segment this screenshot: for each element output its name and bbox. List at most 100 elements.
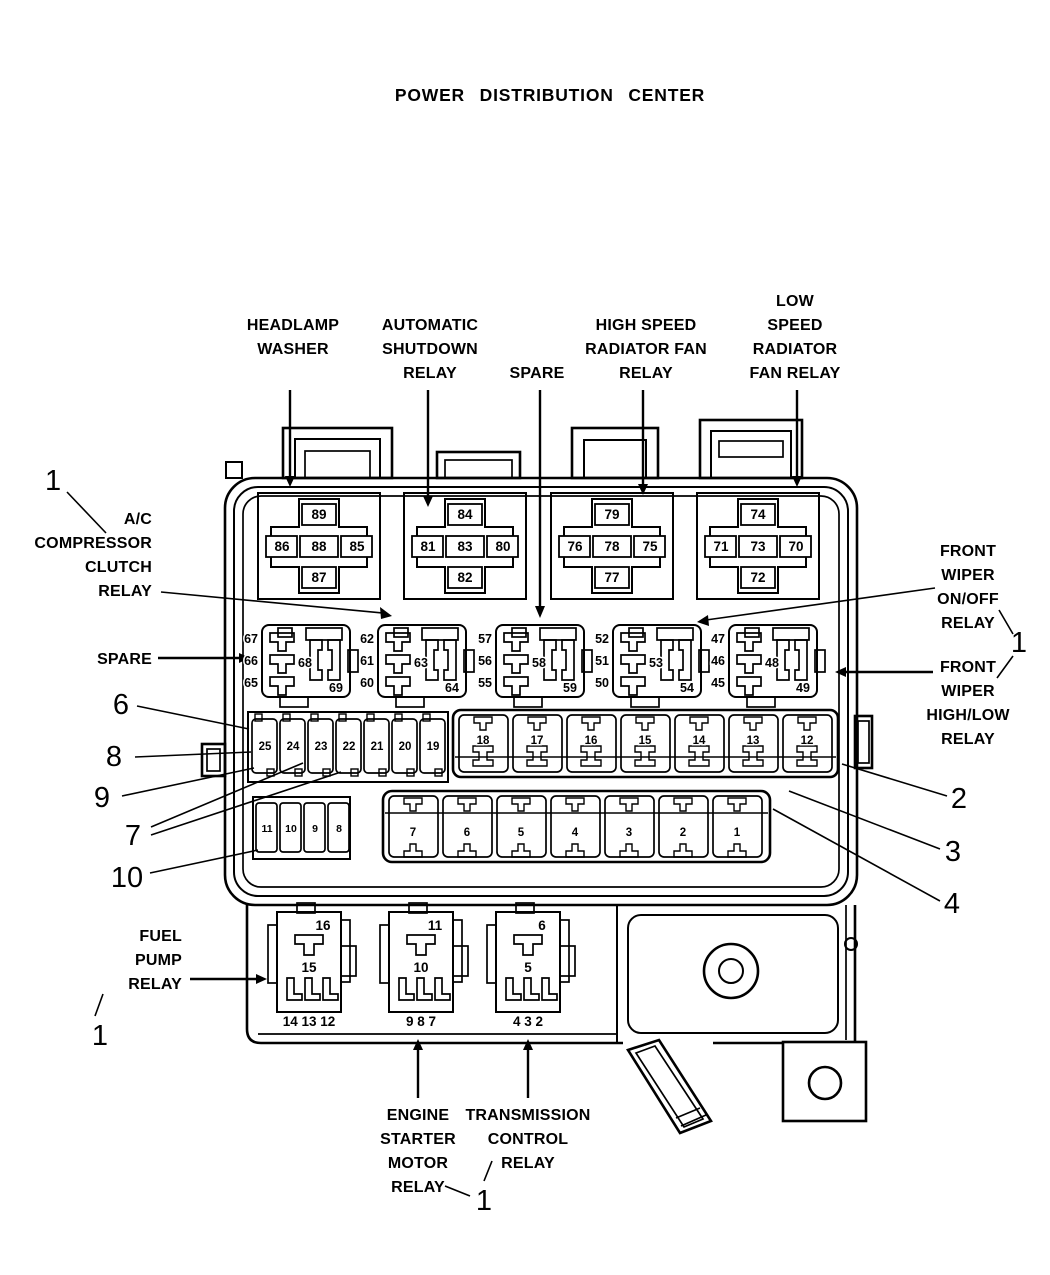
pin-number: 63 (414, 656, 428, 670)
callout-label: FRONT (940, 543, 996, 560)
fuse-number: 7 (410, 827, 416, 839)
callout-label: HEADLAMP (247, 317, 339, 334)
index-number: 10 (111, 862, 143, 894)
fuse (566, 714, 617, 773)
fuse-notch (282, 713, 291, 722)
micro-relay-5: 47 46 45 48 49 (710, 624, 826, 708)
top-connector-inner (444, 459, 513, 479)
pin-number: 62 (360, 632, 374, 646)
callout-label: TRANSMISSION (465, 1107, 590, 1124)
callout-label: SPARE (510, 365, 565, 382)
relay-bottom-tab (513, 696, 543, 708)
relay-side-tab (452, 919, 463, 983)
pin-number: 50 (595, 676, 609, 690)
relay-side-tab (463, 649, 475, 673)
callout-label: WASHER (257, 341, 329, 358)
fuse-contact (673, 797, 693, 812)
relay-tab (772, 627, 810, 641)
arrowhead (380, 607, 392, 619)
fuse-number: 8 (336, 823, 342, 835)
iso-relay-headlamp-washer: 89 86 88 85 87 (257, 492, 381, 600)
index-number: 9 (94, 782, 110, 814)
mount-hole-large (702, 942, 760, 1000)
cavity-box (411, 535, 444, 558)
cavity-box (594, 503, 630, 526)
fuse-number: 24 (287, 741, 300, 753)
leader-line (136, 705, 250, 730)
callout-label: FUEL (139, 928, 182, 945)
index-number: 4 (944, 888, 960, 920)
arrowhead (535, 606, 545, 618)
fuse-number: 15 (639, 735, 652, 747)
pin-number: 60 (360, 676, 374, 690)
relay-outline (550, 492, 674, 600)
cavity-box (299, 535, 339, 558)
fuse-contact (511, 843, 531, 858)
contact-glyph (416, 977, 433, 1001)
micro-relay-2: 62 61 60 63 64 (359, 624, 475, 708)
fuse-contact (635, 716, 655, 731)
cavity-box (447, 503, 483, 526)
left-mount-tab (200, 742, 227, 778)
callout-label: SHUTDOWN (382, 341, 478, 358)
leader-line (841, 763, 948, 797)
callout-label: SPEED (767, 317, 822, 334)
contact-glyph (406, 934, 436, 956)
fuse-block-25-19: 25 24 23 22 21 20 19 (247, 711, 449, 783)
contact-glyph (294, 934, 324, 956)
fuse-number: 2 (680, 827, 686, 839)
contact-glyph (736, 676, 762, 696)
relay-side-tab (340, 919, 351, 983)
contact-glyph (434, 977, 451, 1001)
fuse-block-outline (451, 708, 840, 779)
cavity-box (740, 566, 776, 589)
fuse (255, 802, 278, 853)
fuse-block-outline (252, 796, 351, 860)
callout-1-bottom: 1 (444, 1160, 493, 1217)
cavity-number: 71 (713, 539, 729, 554)
cavity-number: 81 (420, 539, 436, 554)
housing-inner-outline (242, 495, 840, 888)
fuse-contact (619, 797, 639, 812)
callout-2: 2 (841, 763, 967, 815)
contact-glyph (513, 934, 543, 956)
contact-glyph (385, 676, 411, 696)
index-number: 1 (1011, 627, 1027, 659)
top-connector (435, 450, 522, 480)
cavity-number: 80 (495, 539, 510, 554)
relay-tab (305, 627, 343, 641)
callout-label: STARTER (380, 1131, 456, 1148)
contact-glyph (794, 639, 808, 681)
cavity-box (340, 535, 373, 558)
leader-line (788, 790, 941, 850)
pin-number: 58 (532, 656, 546, 670)
arrowhead (697, 615, 709, 626)
callout-label: RELAY (98, 583, 152, 600)
fuse-contact (581, 716, 601, 731)
relay-side-tab (559, 945, 576, 977)
fuse-number: 6 (464, 827, 470, 839)
leader-line (483, 1160, 493, 1182)
cavity-number: 79 (604, 507, 619, 522)
relay-tab (296, 902, 316, 914)
leader-line (150, 762, 304, 828)
callout-label: PUMP (135, 952, 182, 969)
callout-fuel-pump-relay: FUEL PUMP RELAY 1 (92, 928, 267, 1052)
arrowhead (835, 667, 846, 677)
fuse-number: 17 (531, 735, 544, 747)
leader-line (996, 655, 1014, 679)
fuse (327, 802, 350, 853)
leader-line (149, 849, 259, 874)
callout-ac-compressor-clutch-relay: 1 A/C COMPRESSOR CLUTCH RELAY (34, 465, 392, 619)
fuse (391, 718, 418, 774)
contact-glyph (269, 676, 295, 696)
callout-label: RADIATOR (753, 341, 838, 358)
top-connector-inner (710, 430, 792, 479)
relay-side-tab (486, 924, 497, 984)
pin-row: 14 13 12 (283, 1014, 336, 1029)
contact-glyph (620, 676, 646, 696)
callout-6: 6 (113, 689, 250, 730)
callout-label: CONTROL (488, 1131, 569, 1148)
iso-relay-automatic-shutdown: 84 81 83 80 82 (403, 492, 527, 600)
cavity-number: 82 (457, 570, 472, 585)
